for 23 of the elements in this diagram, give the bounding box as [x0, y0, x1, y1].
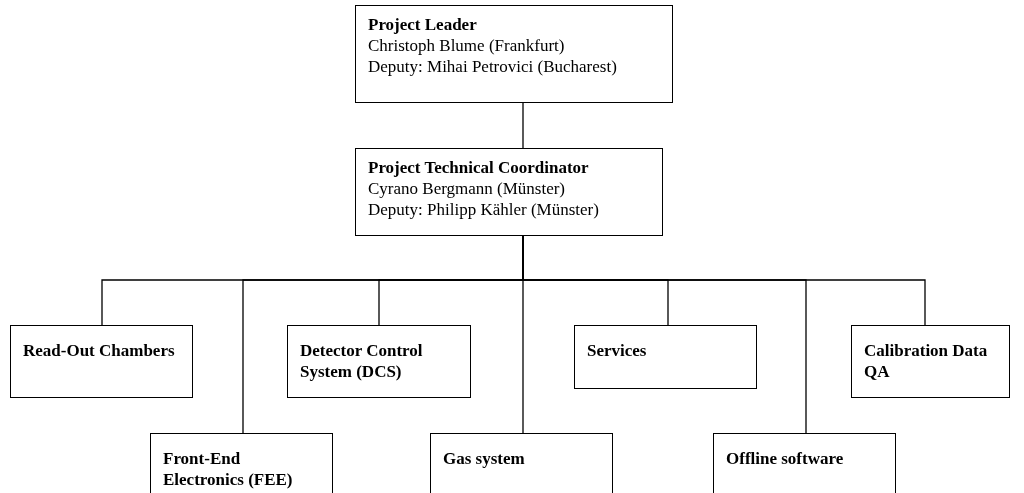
- role-title: Project Leader: [368, 14, 478, 35]
- work-package-title: Services: [587, 340, 648, 361]
- work-package-title: Detector Control System (DCS): [300, 340, 424, 382]
- role-box: [355, 148, 663, 236]
- work-package-title: Offline software: [726, 448, 845, 469]
- person-text: Christoph Blume (Frankfurt): [368, 35, 566, 56]
- person-text: Deputy: Mihai Petrovici (Bucharest): [368, 56, 618, 77]
- work-package-title: Front-End Electronics (FEE): [163, 448, 294, 490]
- person-text: Deputy: Philipp Kähler (Münster): [368, 199, 600, 220]
- work-package-title: Gas system: [443, 448, 526, 469]
- work-package-box: [430, 433, 613, 493]
- work-package-box: [287, 325, 471, 398]
- work-package-title: Calibration Data QA: [864, 340, 989, 382]
- work-package-box: [713, 433, 896, 493]
- role-title: Project Technical Coordinator: [368, 157, 590, 178]
- work-package-box: [851, 325, 1010, 398]
- work-package-title: Read-Out Chambers: [23, 340, 176, 361]
- connector-line: [522, 102, 524, 149]
- work-package-box: [574, 325, 757, 389]
- work-package-box: [150, 433, 333, 493]
- work-package-box: [10, 325, 193, 398]
- person-text: Cyrano Bergmann (Münster): [368, 178, 567, 199]
- role-box: [355, 5, 673, 103]
